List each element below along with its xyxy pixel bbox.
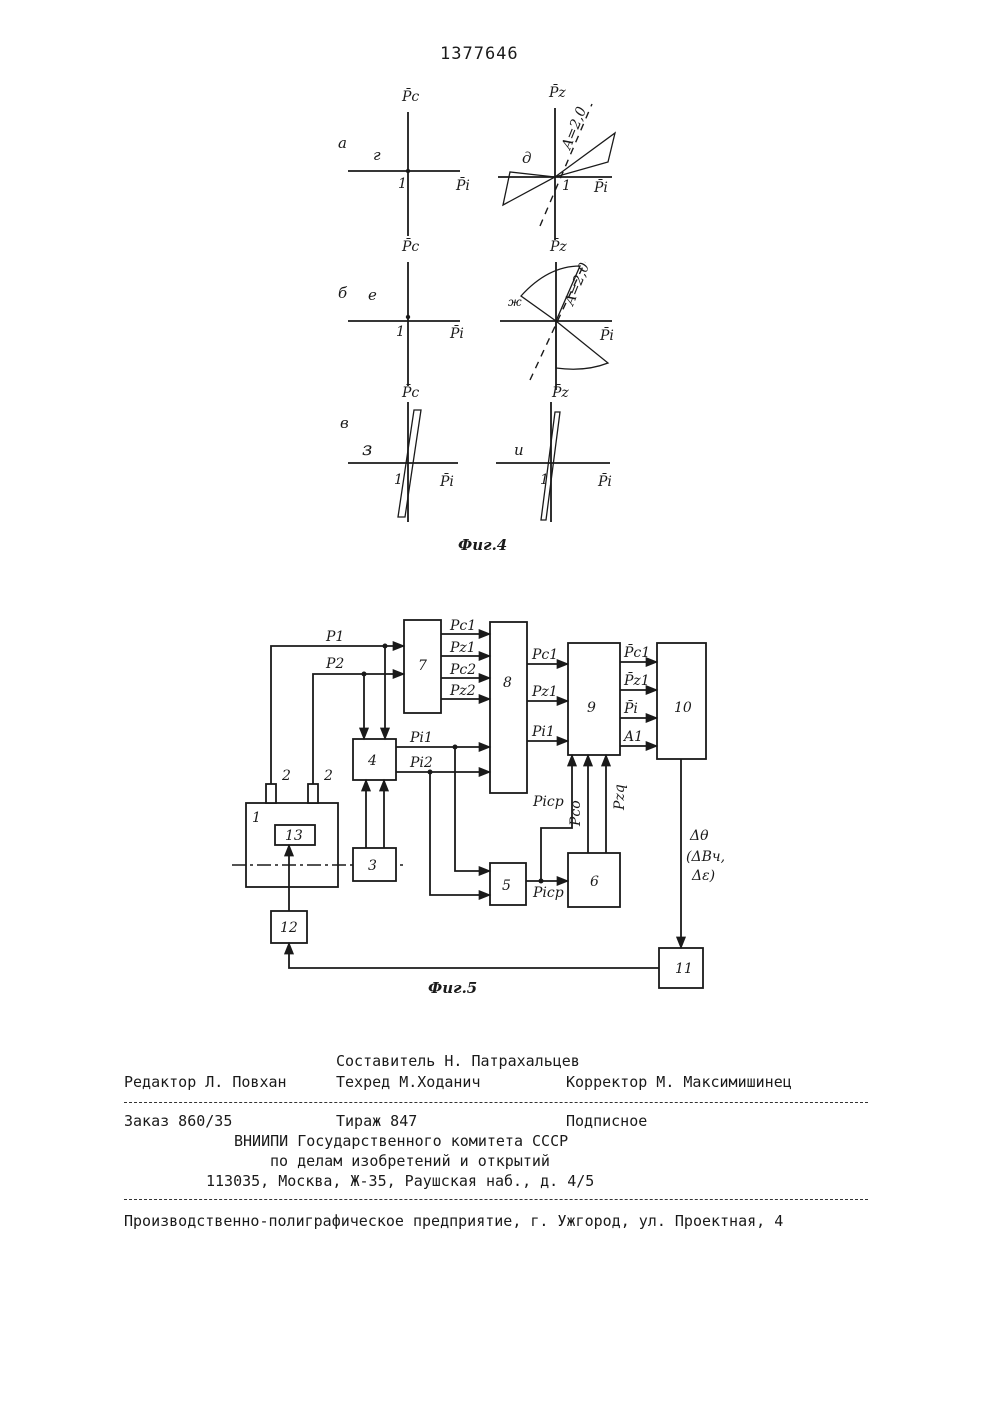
row-label: б bbox=[338, 284, 348, 302]
subscription: Подписное bbox=[566, 1112, 647, 1130]
composer: Составитель Н. Патрахальцев bbox=[336, 1052, 580, 1070]
block-9 bbox=[568, 643, 620, 755]
block-5-label: 5 bbox=[502, 878, 511, 894]
v-axis-label: P̄z bbox=[548, 83, 566, 101]
block-2a-label: 2 bbox=[281, 768, 291, 784]
techred: Техред М.Ходанич bbox=[336, 1073, 481, 1091]
address: 113035, Москва, Ж-35, Раушская наб., д. … bbox=[206, 1172, 594, 1190]
editor: Редактор Л. Повхан bbox=[124, 1073, 287, 1091]
order: Заказ 860/35 bbox=[124, 1112, 232, 1130]
plot-label: д bbox=[522, 149, 532, 167]
origin-label: 1 bbox=[394, 472, 403, 488]
row-label: в bbox=[340, 414, 349, 432]
signal-pc1-out: P̄c1 bbox=[623, 643, 650, 661]
corrector: Корректор М. Максимишинец bbox=[566, 1073, 792, 1091]
circulation: Тираж 847 bbox=[336, 1112, 417, 1130]
h-axis-label: P̄i bbox=[439, 472, 454, 490]
signal-pz1-7: Pz1 bbox=[449, 640, 476, 656]
wire-pi1-to-5 bbox=[455, 747, 490, 871]
signal-pzq: Pzq bbox=[612, 784, 628, 811]
signal-pi1-8: Pi1 bbox=[531, 724, 555, 740]
plot-label: з bbox=[362, 438, 372, 460]
v-axis-label: P̄c bbox=[401, 87, 419, 105]
fig4-row-b: б P̄c P̄i 1 е P̄z P̄i ж A=2,0 bbox=[338, 237, 614, 390]
signal-p1: P1 bbox=[325, 629, 344, 645]
signal-pco: Pco bbox=[568, 800, 584, 827]
block-7-label: 7 bbox=[418, 658, 427, 674]
wire-11-to-12 bbox=[289, 943, 659, 968]
h-axis-label: P̄i bbox=[455, 176, 470, 194]
origin-label: 1 bbox=[398, 176, 407, 192]
fig5-caption: Фиг.5 bbox=[428, 979, 477, 997]
wire-pi2-to-5 bbox=[430, 772, 490, 895]
fig4-row-a: а P̄c P̄i 1 г P̄z P̄i 1 д A=2,0 bbox=[338, 83, 615, 240]
signal-dtheta-2b: Δε) bbox=[691, 868, 715, 884]
org-line-2: по делам изобретений и открытий bbox=[270, 1152, 550, 1170]
divider-bottom bbox=[124, 1199, 868, 1200]
block-12-label: 12 bbox=[280, 920, 298, 936]
block-13-label: 13 bbox=[285, 828, 303, 844]
sensor-2a bbox=[266, 784, 276, 803]
v-axis-label: P̄c bbox=[401, 383, 419, 401]
signal-picp-5: Picp bbox=[532, 885, 564, 901]
fig4-row-c: в P̄c P̄i 1 з P̄z P̄i 1 и bbox=[340, 383, 612, 522]
figure-area: а P̄c P̄i 1 г P̄z P̄i 1 д A=2,0 б bbox=[0, 0, 1000, 1040]
v-axis-label: P̄c bbox=[401, 237, 419, 255]
signal-pc1-7: Pc1 bbox=[449, 618, 476, 634]
origin-label: 1 bbox=[562, 178, 571, 194]
block-1-label: 1 bbox=[252, 810, 261, 826]
block-8-label: 8 bbox=[503, 675, 512, 691]
block-11-label: 11 bbox=[675, 961, 693, 977]
h-axis-label: P̄i bbox=[449, 324, 464, 342]
origin-label: 1 bbox=[396, 324, 405, 340]
signal-dtheta-2a: (ΔBч, bbox=[686, 849, 725, 865]
signal-pz1-8: Pz1 bbox=[531, 684, 558, 700]
h-axis-label: P̄i bbox=[599, 326, 614, 344]
org-line-1: ВНИИПИ Государственного комитета СССР bbox=[234, 1132, 568, 1150]
printer: Производственно-полиграфическое предприя… bbox=[124, 1212, 783, 1230]
block-8 bbox=[490, 622, 527, 793]
fig4-caption: Фиг.4 bbox=[458, 536, 507, 554]
block-3-label: 3 bbox=[368, 858, 377, 874]
signal-p2: P2 bbox=[325, 656, 344, 672]
row-label: а bbox=[338, 134, 347, 152]
signal-pz1-out: P̄z1 bbox=[623, 671, 650, 689]
block-6-label: 6 bbox=[590, 874, 599, 890]
fig4: а P̄c P̄i 1 г P̄z P̄i 1 д A=2,0 б bbox=[338, 83, 615, 554]
annotation: A=2,0 bbox=[558, 105, 590, 154]
plot-label: ж bbox=[508, 295, 522, 309]
signal-pi1: Pi1 bbox=[409, 730, 433, 746]
signal-pi-out: P̄i bbox=[623, 699, 638, 717]
block-2b-label: 2 bbox=[323, 768, 333, 784]
signal-pc1-8: Pc1 bbox=[531, 647, 558, 663]
signal-pc2-7: Pc2 bbox=[449, 662, 476, 678]
v-axis-label: P̄z bbox=[549, 237, 567, 255]
block-9-label: 9 bbox=[587, 700, 596, 716]
origin-label: 1 bbox=[540, 472, 549, 488]
plot-label: г bbox=[373, 146, 381, 164]
block-10-label: 10 bbox=[674, 700, 692, 716]
signal-dtheta: Δθ bbox=[689, 828, 709, 844]
v-axis-label: P̄z bbox=[551, 383, 569, 401]
origin-dot bbox=[406, 169, 410, 173]
h-axis-label: P̄i bbox=[593, 178, 608, 196]
sensor-2b bbox=[308, 784, 318, 803]
plot-label: е bbox=[368, 286, 377, 304]
block-4-label: 4 bbox=[367, 753, 377, 769]
signal-picp-9: Picp bbox=[532, 794, 564, 810]
plot-label: и bbox=[514, 441, 524, 459]
signal-pz2-7: Pz2 bbox=[449, 683, 476, 699]
signal-pi2: Pi2 bbox=[409, 755, 433, 771]
fig5: 1 13 2 2 4 3 7 8 9 10 5 6 12 11 P1 P2 bbox=[232, 618, 725, 997]
h-axis-label: P̄i bbox=[597, 472, 612, 490]
divider-top bbox=[124, 1102, 868, 1103]
signal-a1-out: A1 bbox=[622, 729, 643, 745]
origin-dot bbox=[406, 315, 410, 319]
